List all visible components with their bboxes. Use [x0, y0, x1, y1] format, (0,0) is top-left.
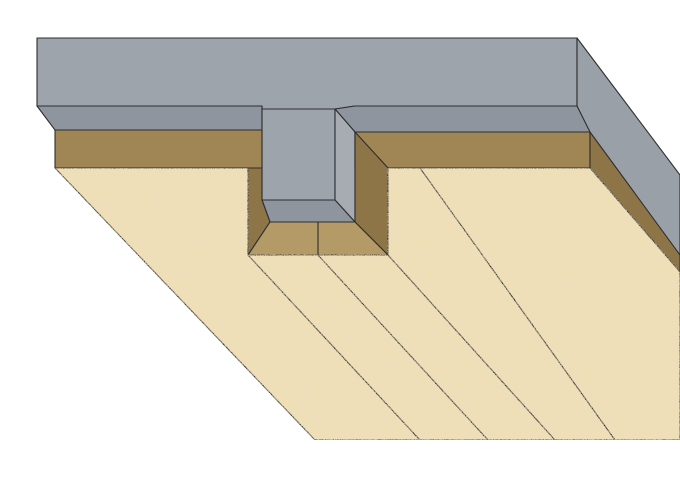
insulation-right-side: [589, 131, 680, 273]
insulation-right-front: [354, 131, 591, 169]
ceiling-boards: [54, 167, 680, 441]
beam-front-face: [261, 108, 336, 201]
slab-bottom-right: [334, 105, 591, 133]
board-right-2: [419, 167, 680, 441]
insulation-left-front: [54, 129, 263, 169]
slab-front-face: [36, 37, 578, 110]
concrete-slab: [36, 37, 680, 271]
slab-bottom-left: [36, 105, 263, 131]
concrete-beam: [261, 108, 356, 223]
insulation-layer: [54, 129, 680, 273]
board-right-1: [387, 167, 616, 441]
